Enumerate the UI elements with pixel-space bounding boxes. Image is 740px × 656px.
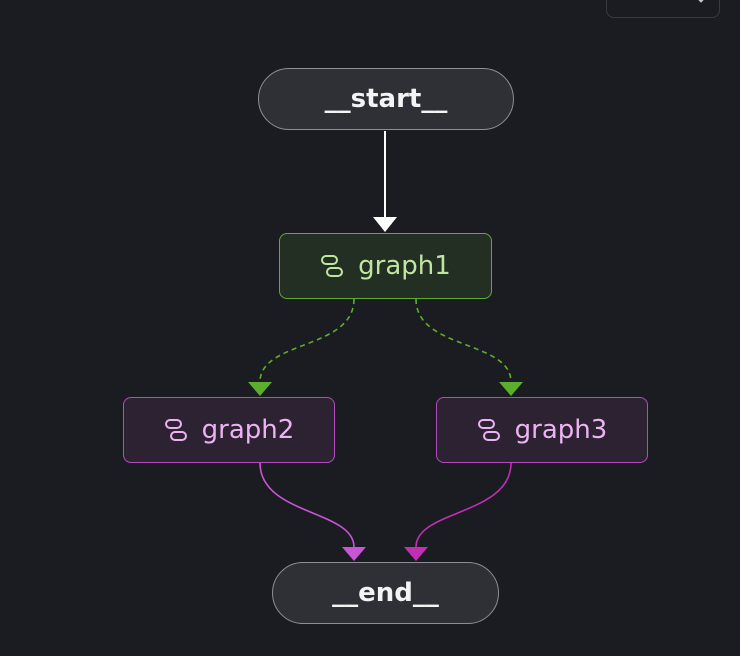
subgraph-icon (164, 419, 187, 441)
node-start-label: __start__ (324, 84, 448, 114)
edge-graph1-graph3-arrow (499, 382, 523, 396)
edge-graph3-end (415, 462, 512, 548)
node-end[interactable]: __end__ (272, 562, 499, 624)
subgraph-icon (477, 419, 500, 441)
edge-graph3-end-arrow (404, 547, 428, 561)
view-options-dropdown[interactable] (606, 0, 720, 18)
edge-graph1-graph3 (415, 298, 512, 383)
node-graph1[interactable]: graph1 (279, 233, 492, 299)
node-start[interactable]: __start__ (258, 68, 514, 130)
node-graph3[interactable]: graph3 (436, 397, 648, 463)
edge-graph1-graph2 (259, 298, 355, 383)
edge-start-graph1-arrow (373, 217, 397, 232)
edge-graph1-graph2-arrow (248, 382, 272, 396)
node-graph2[interactable]: graph2 (123, 397, 335, 463)
edge-graph2-end-arrow (342, 547, 366, 561)
node-graph3-label: graph3 (514, 415, 608, 445)
node-graph2-label: graph2 (201, 415, 295, 445)
node-graph1-label: graph1 (358, 251, 451, 281)
node-end-label: __end__ (332, 578, 439, 608)
edge-graph2-end (259, 462, 355, 548)
subgraph-icon (321, 255, 344, 277)
